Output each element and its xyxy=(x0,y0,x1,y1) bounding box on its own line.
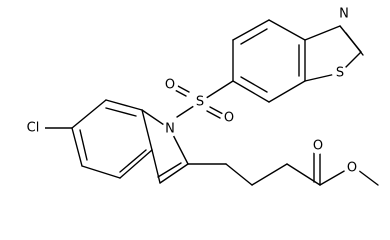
indole-benzene-ring xyxy=(71,99,153,179)
atom-label-cl: Cl xyxy=(23,120,45,136)
oxygen-label: O xyxy=(347,161,357,176)
atom-label-o-carbonyl: O xyxy=(310,138,326,154)
atom-label-o-ester: O xyxy=(344,160,360,176)
sulfur-label: S xyxy=(196,95,204,110)
structure-drawing: N S S O O N Cl O O xyxy=(23,6,379,186)
benzothiazole-benzene-ring xyxy=(232,19,306,103)
benzothiazole-thiazole-ring xyxy=(304,25,364,82)
atom-label-n-indole: N xyxy=(162,121,178,137)
atom-label-s-thiazole: S xyxy=(332,65,348,81)
atom-label-n-thiazole: N xyxy=(336,6,352,22)
atom-label-s-sulfonyl: S xyxy=(192,94,208,110)
molecule-diagram: N S S O O N Cl O O xyxy=(23,6,379,186)
nitrogen-label: N xyxy=(339,7,349,22)
ester-side-chain xyxy=(187,152,379,186)
nitrogen-label: N xyxy=(165,122,175,137)
atom-label-o-sulfonyl-left: O xyxy=(162,77,178,93)
atom-label-o-sulfonyl-right: O xyxy=(221,110,237,126)
chlorine-label: Cl xyxy=(27,121,40,136)
oxygen-label: O xyxy=(165,78,175,93)
oxygen-label: O xyxy=(313,139,323,154)
sulfur-label: S xyxy=(336,66,344,81)
oxygen-label: O xyxy=(224,111,234,126)
